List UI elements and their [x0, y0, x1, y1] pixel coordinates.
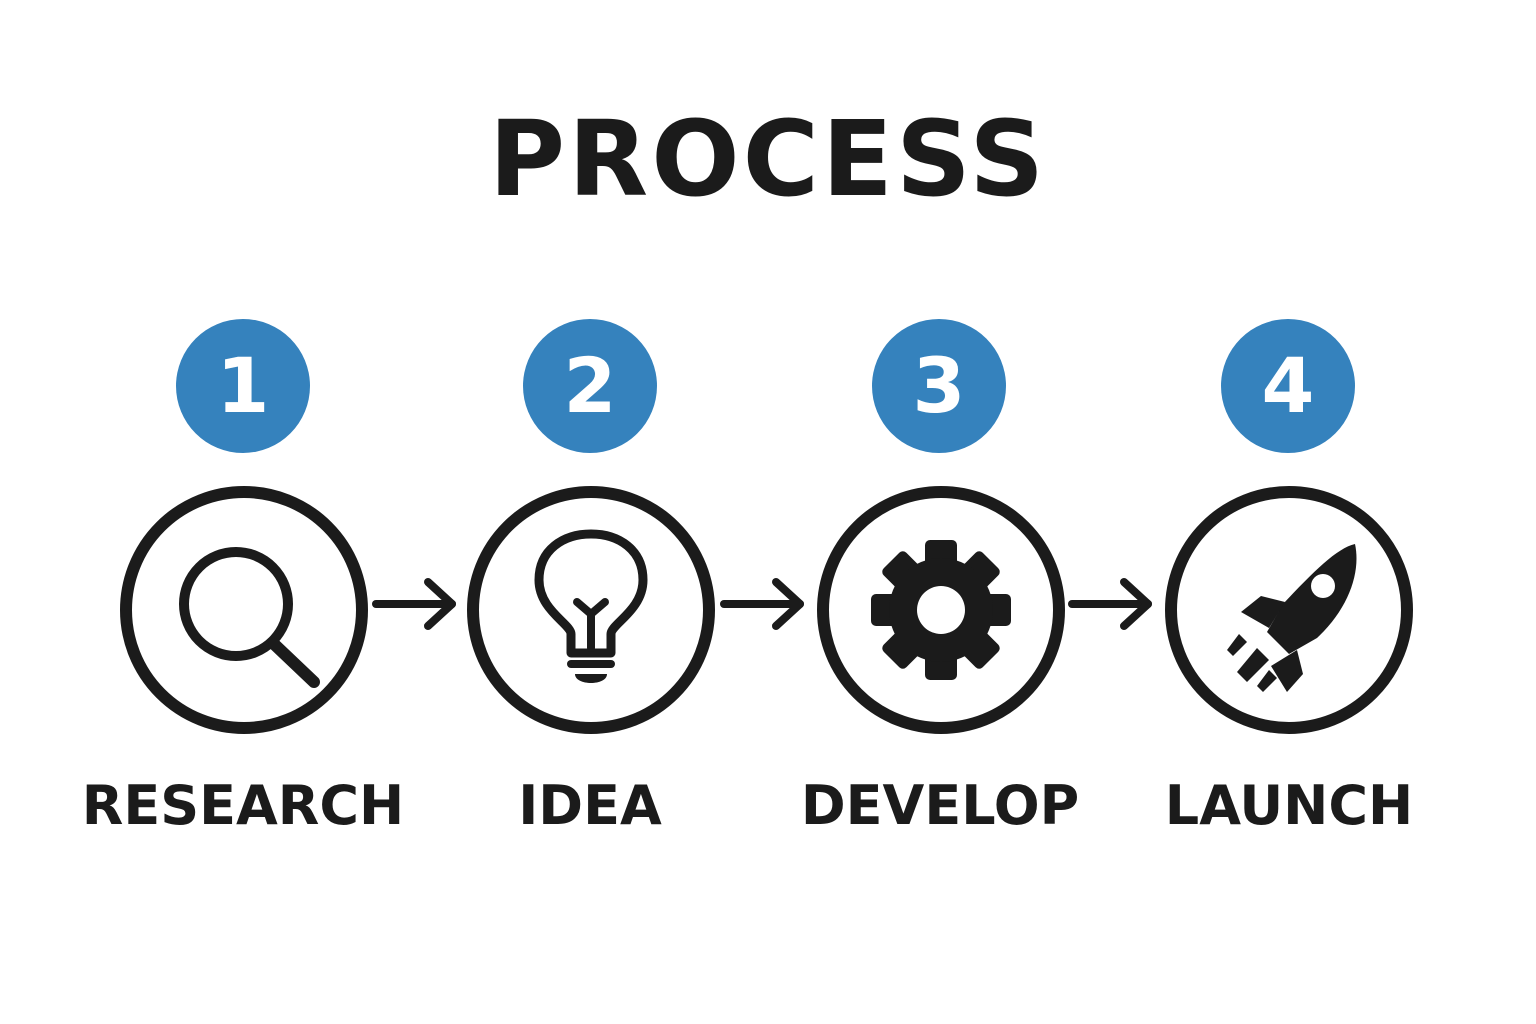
step-4-label: LAUNCH — [1164, 774, 1414, 837]
step-3-icon-circle — [817, 486, 1065, 734]
step-1-label: RESEARCH — [81, 774, 405, 837]
step-4-icon-circle — [1165, 486, 1413, 734]
step-4-number-badge: 4 — [1221, 319, 1355, 453]
step-3-label: DEVELOP — [800, 774, 1080, 837]
step-2-icon-circle — [467, 486, 715, 734]
step-1-number-badge: 1 — [176, 319, 310, 453]
step-3-number-badge: 3 — [872, 319, 1006, 453]
lightbulb-icon — [534, 529, 648, 683]
arrow-right-icon — [1068, 578, 1152, 630]
gear-icon — [871, 540, 1011, 680]
arrow-right-icon — [720, 578, 804, 630]
step-2-label: IDEA — [518, 774, 662, 837]
step-1-icon-circle — [120, 486, 368, 734]
step-2-number-badge: 2 — [523, 319, 657, 453]
rocket-icon — [1227, 544, 1357, 692]
arrow-right-icon — [372, 578, 456, 630]
diagram-title: PROCESS — [488, 98, 1048, 220]
magnifying-glass-icon — [179, 547, 320, 688]
